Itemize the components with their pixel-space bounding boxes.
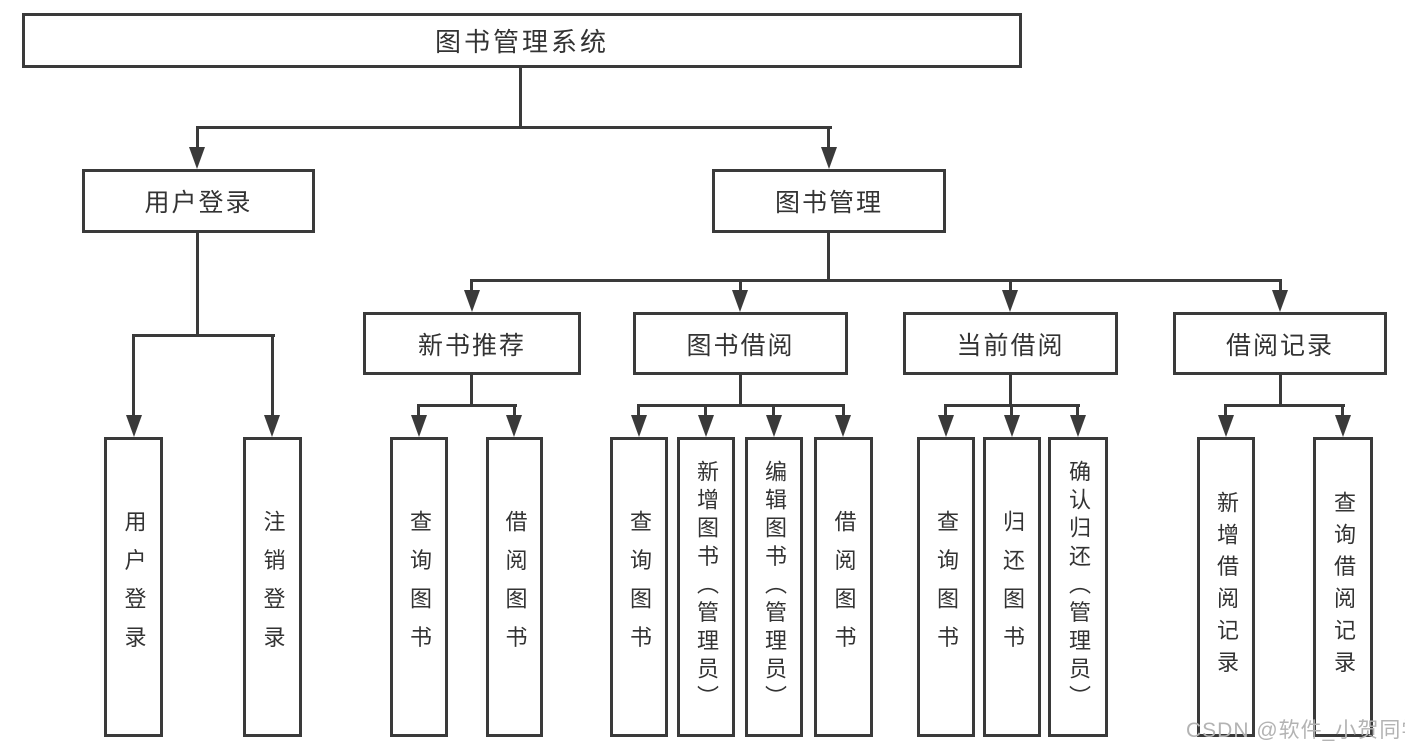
node-current-borrow-label: 当前借阅 [956, 331, 1065, 360]
leaf-edit-books-admin-label: 编辑图书（管理员） [762, 460, 787, 714]
leaf-query-books-newbook: 查询图书 [390, 437, 448, 737]
arrow-down-icon [1004, 415, 1020, 437]
connector-borrow-bar [637, 404, 845, 407]
leaf-add-books-admin-label: 新增图书（管理员） [694, 460, 719, 714]
connector-mgmt-drop-3 [1009, 279, 1012, 295]
leaf-logout: 注销登录 [243, 437, 302, 737]
connector-record-stem [1279, 375, 1282, 407]
leaf-user-login: 用户登录 [104, 437, 163, 737]
connector-login-bar [132, 334, 275, 337]
leaf-edit-books-admin: 编辑图书（管理员） [745, 437, 803, 737]
connector-root-drop-left [196, 126, 199, 152]
connector-mgmt-drop-4 [1279, 279, 1282, 295]
arrow-down-icon [1335, 415, 1351, 437]
leaf-query-books-newbook-label: 查询图书 [407, 510, 432, 664]
leaf-query-books-current-label: 查询图书 [934, 510, 959, 664]
leaf-borrow-books: 借阅图书 [814, 437, 873, 737]
connector-newbook-bar [417, 404, 517, 407]
arrow-down-icon [264, 415, 280, 437]
arrow-down-icon [938, 415, 954, 437]
connector-borrow-drop-4 [842, 404, 845, 420]
leaf-borrow-books-newbook: 借阅图书 [486, 437, 543, 737]
leaf-query-books-current: 查询图书 [917, 437, 975, 737]
node-current-borrow: 当前借阅 [903, 312, 1118, 375]
connector-root-bar [196, 126, 832, 129]
connector-newbook-drop-2 [513, 404, 516, 420]
connector-login-drop-1 [132, 334, 135, 418]
node-borrow-record: 借阅记录 [1173, 312, 1387, 375]
node-borrow-record-label: 借阅记录 [1225, 331, 1334, 360]
arrow-down-icon [411, 415, 427, 437]
node-book-management-label: 图书管理 [774, 189, 883, 217]
leaf-query-books-borrow: 查询图书 [610, 437, 668, 737]
connector-borrow-stem [739, 375, 742, 407]
connector-mgmt-stem [827, 233, 830, 282]
node-root-label: 图书管理系统 [434, 27, 609, 57]
arrow-down-icon [631, 415, 647, 437]
arrow-down-icon [189, 147, 205, 169]
connector-login-stem [196, 233, 199, 337]
leaf-return-books-label: 归还图书 [1000, 510, 1025, 664]
connector-newbook-drop-1 [417, 404, 420, 420]
leaf-add-borrow-record: 新增借阅记录 [1197, 437, 1255, 737]
connector-mgmt-drop-2 [739, 279, 742, 295]
arrow-down-icon [821, 147, 837, 169]
leaf-borrow-books-newbook-label: 借阅图书 [502, 510, 528, 664]
connector-root-stem [519, 68, 522, 129]
connector-borrow-drop-3 [772, 404, 775, 420]
arrow-down-icon [835, 415, 851, 437]
csdn-watermark: CSDN @软件_小贺同学 [1186, 719, 1405, 742]
leaf-user-login-label: 用户登录 [121, 510, 147, 664]
connector-login-drop-2 [271, 334, 274, 418]
connector-current-drop-2 [1010, 404, 1013, 420]
node-new-book-recommend-label: 新书推荐 [417, 331, 526, 360]
leaf-query-books-borrow-label: 查询图书 [627, 510, 652, 664]
connector-record-bar [1224, 404, 1345, 407]
connector-record-drop-1 [1224, 404, 1227, 420]
connector-current-stem [1009, 375, 1012, 407]
leaf-borrow-books-label: 借阅图书 [831, 510, 857, 664]
leaf-logout-label: 注销登录 [260, 510, 286, 664]
arrow-down-icon [698, 415, 714, 437]
node-user-login: 用户登录 [82, 169, 315, 233]
arrow-down-icon [126, 415, 142, 437]
node-book-borrow: 图书借阅 [633, 312, 848, 375]
connector-newbook-stem [470, 375, 473, 407]
node-root: 图书管理系统 [22, 13, 1022, 68]
connector-mgmt-bar [470, 279, 1281, 282]
connector-borrow-drop-1 [637, 404, 640, 420]
node-user-login-label: 用户登录 [144, 189, 253, 217]
leaf-add-books-admin: 新增图书（管理员） [677, 437, 735, 737]
connector-current-drop-1 [944, 404, 947, 420]
node-book-management: 图书管理 [712, 169, 946, 233]
leaf-confirm-return-admin-label: 确认归还（管理员） [1066, 460, 1091, 714]
arrow-down-icon [732, 290, 748, 312]
leaf-query-borrow-record-label: 查询借阅记录 [1331, 491, 1356, 683]
connector-mgmt-drop-1 [470, 279, 473, 295]
arrow-down-icon [464, 290, 480, 312]
connector-record-drop-2 [1341, 404, 1344, 420]
arrow-down-icon [1272, 290, 1288, 312]
connector-root-drop-right [827, 126, 830, 152]
arrow-down-icon [766, 415, 782, 437]
arrow-down-icon [1002, 290, 1018, 312]
leaf-query-borrow-record: 查询借阅记录 [1313, 437, 1373, 737]
leaf-confirm-return-admin: 确认归还（管理员） [1048, 437, 1108, 737]
node-new-book-recommend: 新书推荐 [363, 312, 581, 375]
arrow-down-icon [1218, 415, 1234, 437]
arrow-down-icon [506, 415, 522, 437]
connector-current-drop-3 [1076, 404, 1079, 420]
arrow-down-icon [1070, 415, 1086, 437]
leaf-add-borrow-record-label: 新增借阅记录 [1214, 491, 1239, 683]
connector-borrow-drop-2 [704, 404, 707, 420]
leaf-return-books: 归还图书 [983, 437, 1041, 737]
node-book-borrow-label: 图书借阅 [686, 331, 795, 360]
